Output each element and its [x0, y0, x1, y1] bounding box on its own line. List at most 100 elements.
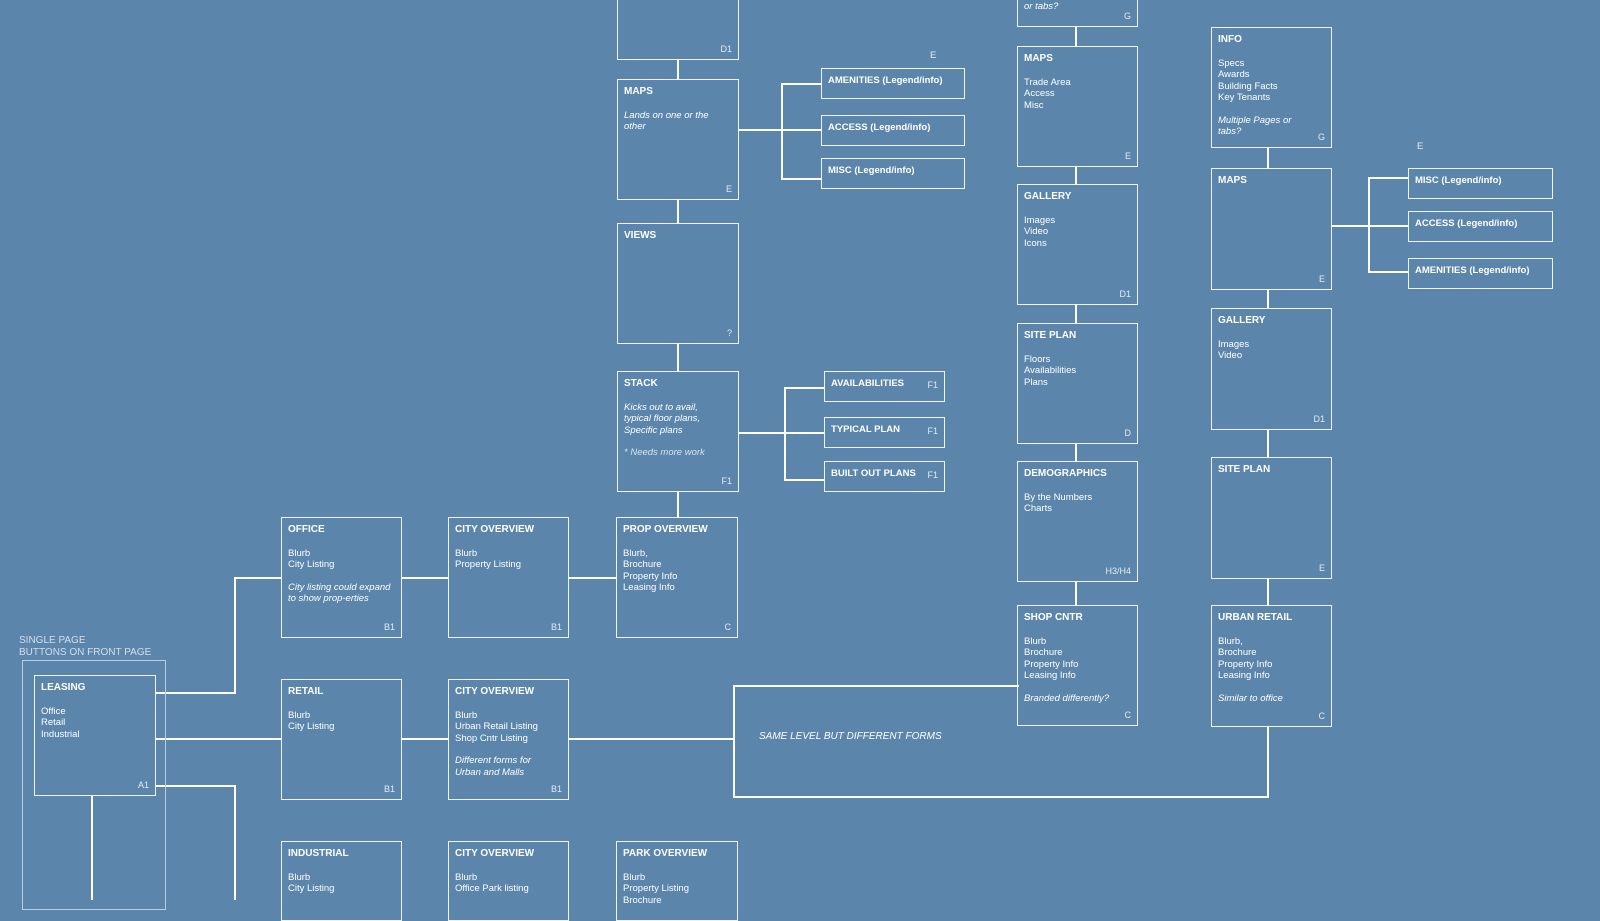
- node-maps-r[interactable]: MAPS E: [1211, 168, 1332, 290]
- node-code: B1: [550, 783, 562, 794]
- node-prop-overview[interactable]: PROP OVERVIEW Blurb, Brochure Property I…: [616, 517, 738, 638]
- node-urban-retail[interactable]: URBAN RETAIL Blurb, Brochure Property In…: [1211, 605, 1332, 727]
- pill-label: AVAILABILITIES: [831, 378, 905, 389]
- node-code: B1: [383, 621, 395, 632]
- node-title: VIEWS: [624, 230, 657, 241]
- node-line: Industrial: [41, 728, 80, 740]
- node-title: SITE PLAN: [1218, 464, 1271, 475]
- node-maps-g[interactable]: MAPS Trade Area Access Misc E: [1017, 46, 1138, 167]
- pill-access-r[interactable]: ACCESS (Legend/info): [1408, 211, 1553, 242]
- node-title: CITY OVERVIEW: [455, 524, 535, 535]
- pill-label: ACCESS (Legend/info): [828, 122, 931, 133]
- node-line: Property Listing: [455, 559, 522, 570]
- node-line: Video: [1218, 350, 1243, 361]
- node-city-overview-3[interactable]: CITY OVERVIEW Blurb Office Park listing: [448, 841, 569, 921]
- pill-code: F1: [927, 380, 938, 390]
- node-title: MAPS: [624, 86, 653, 97]
- node-line: City Listing: [288, 559, 335, 570]
- node-city-overview-1[interactable]: CITY OVERVIEW Blurb Property Listing B1: [448, 517, 569, 638]
- node-g-top-partial[interactable]: or tabs? G: [1017, 0, 1138, 27]
- node-line: Blurb: [288, 547, 311, 559]
- node-line: Property Listing: [623, 883, 690, 894]
- node-city-overview-2[interactable]: CITY OVERVIEW Blurb Urban Retail Listing…: [448, 679, 569, 800]
- node-line: Leasing Info: [1024, 670, 1076, 681]
- node-line: Blurb,: [1218, 635, 1243, 647]
- node-line: Brochure: [1024, 647, 1063, 658]
- node-line: Blurb: [623, 871, 646, 883]
- node-line: Brochure: [623, 894, 662, 906]
- node-gallery-g[interactable]: GALLERY Images Video Icons D1: [1017, 184, 1138, 305]
- pill-label: MISC (Legend/info): [1415, 175, 1502, 186]
- node-line: City Listing: [288, 721, 335, 732]
- node-title: INDUSTRIAL: [288, 848, 349, 859]
- node-gallery-r[interactable]: GALLERY Images Video D1: [1211, 308, 1332, 430]
- node-title: INFO: [1218, 34, 1242, 45]
- pill-amenities-mid[interactable]: AMENITIES (Legend/info): [821, 68, 965, 99]
- node-code: D1: [1119, 288, 1131, 299]
- front-page-caption: SINGLE PAGE BUTTONS ON FRONT PAGE: [19, 635, 151, 659]
- node-note: Lands on one or the other: [624, 109, 709, 133]
- node-line: Property Info: [1024, 658, 1079, 670]
- node-title: URBAN RETAIL: [1218, 612, 1293, 623]
- node-maps-mid[interactable]: MAPS Lands on one or the other E: [617, 79, 739, 200]
- node-title: MAPS: [1024, 53, 1053, 64]
- node-retail[interactable]: RETAIL Blurb City Listing B1: [281, 679, 402, 800]
- node-line: Urban Retail Listing: [455, 721, 538, 732]
- node-stack[interactable]: STACK Kicks out to avail, typical floor …: [617, 371, 739, 492]
- node-title: SHOP CNTR: [1024, 612, 1083, 623]
- node-title: CITY OVERVIEW: [455, 686, 535, 697]
- node-note: Branded differently?: [1024, 692, 1110, 704]
- node-line: Access: [1024, 88, 1055, 99]
- node-line: Brochure: [623, 559, 662, 570]
- node-park-overview[interactable]: PARK OVERVIEW Blurb Property Listing Bro…: [616, 841, 738, 921]
- node-line: Shop Cntr Listing: [455, 732, 528, 744]
- node-siteplan-r[interactable]: SITE PLAN E: [1211, 457, 1332, 579]
- node-code: A1: [137, 779, 149, 790]
- node-office[interactable]: OFFICE Blurb City Listing City listing c…: [281, 517, 402, 638]
- node-code: D1: [1313, 413, 1325, 424]
- node-industrial[interactable]: INDUSTRIAL Blurb City Listing: [281, 841, 402, 921]
- node-line: Brochure: [1218, 647, 1257, 658]
- node-line: Blurb: [455, 547, 478, 559]
- pill-amenities-r[interactable]: AMENITIES (Legend/info): [1408, 258, 1553, 289]
- node-title: PARK OVERVIEW: [623, 848, 708, 859]
- node-code: H3/H4: [1105, 565, 1131, 576]
- node-title: OFFICE: [288, 524, 325, 535]
- node-line: Charts: [1024, 503, 1052, 514]
- node-line: Floors: [1024, 353, 1051, 365]
- node-code: C: [1318, 710, 1326, 721]
- node-line: Office: [41, 705, 66, 717]
- pill-misc-r[interactable]: MISC (Legend/info): [1408, 168, 1553, 199]
- node-code: G: [1317, 131, 1325, 142]
- node-leasing[interactable]: LEASING Office Retail Industrial A1: [34, 675, 156, 796]
- node-code: G: [1123, 10, 1131, 21]
- node-siteplan-g[interactable]: SITE PLAN Floors Availabilities Plans D: [1017, 323, 1138, 444]
- node-code: E: [1318, 562, 1325, 573]
- node-title: LEASING: [41, 682, 86, 693]
- node-note: City listing could expand to show prop-e…: [288, 581, 391, 605]
- node-title: DEMOGRAPHICS: [1024, 468, 1107, 479]
- pill-code: F1: [927, 426, 938, 436]
- node-title: CITY OVERVIEW: [455, 848, 535, 859]
- node-code: B1: [383, 783, 395, 794]
- node-title: GALLERY: [1024, 191, 1072, 202]
- node-code: D1: [720, 43, 732, 54]
- node-d1-top[interactable]: D1: [617, 0, 739, 60]
- pill-built-out-plans[interactable]: BUILT OUT PLANS F1: [824, 461, 945, 492]
- node-code: E: [725, 183, 732, 194]
- pill-typical-plan[interactable]: TYPICAL PLAN F1: [824, 417, 945, 448]
- node-code: D: [1124, 427, 1132, 438]
- pill-access-mid[interactable]: ACCESS (Legend/info): [821, 115, 965, 146]
- node-line: Icons: [1024, 237, 1047, 249]
- node-line: Property Info: [1218, 658, 1273, 670]
- node-note: Similar to office: [1218, 692, 1283, 704]
- pill-misc-mid[interactable]: MISC (Legend/info): [821, 158, 965, 189]
- pill-availabilities[interactable]: AVAILABILITIES F1: [824, 371, 945, 402]
- node-line: Blurb: [288, 709, 311, 721]
- node-line: Plans: [1024, 376, 1048, 388]
- node-views[interactable]: VIEWS ?: [617, 223, 739, 344]
- node-info[interactable]: INFO Specs Awards Building Facts Key Ten…: [1211, 27, 1332, 148]
- node-line: Specs: [1218, 57, 1245, 69]
- node-shop-cntr[interactable]: SHOP CNTR Blurb Brochure Property Info L…: [1017, 605, 1138, 726]
- node-demographics[interactable]: DEMOGRAPHICS By the Numbers Charts H3/H4: [1017, 461, 1138, 582]
